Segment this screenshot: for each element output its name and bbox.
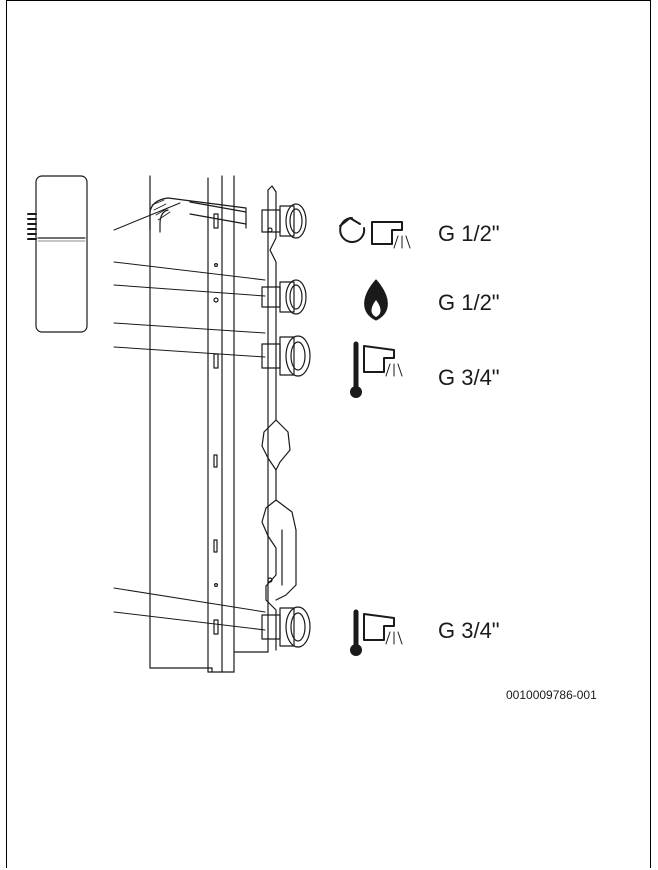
fitting-cold-water — [261, 606, 311, 648]
connection-size-circulation: G 1/2" — [438, 221, 500, 246]
connection-size-hot-water: G 3/4" — [438, 365, 500, 390]
flexible-hose — [149, 197, 247, 233]
fitting-circulation — [261, 203, 307, 239]
figure-id: 0010009786-001 — [506, 688, 597, 702]
connection-size-gas: G 1/2" — [438, 290, 500, 315]
leader-lines — [113, 202, 266, 631]
fitting-gas — [261, 279, 307, 315]
gas-flame-icon — [364, 279, 388, 321]
hot-water-circulation-icon — [339, 217, 411, 249]
hot-water-outlet-icon — [350, 341, 403, 398]
cold-water-inlet-icon — [350, 609, 403, 656]
page-frame — [6, 0, 651, 868]
connection-size-cold-water: G 3/4" — [438, 618, 500, 643]
mounting-bracket — [149, 175, 297, 673]
fitting-hot-water — [261, 335, 311, 377]
boiler-thumbnail — [27, 175, 88, 333]
